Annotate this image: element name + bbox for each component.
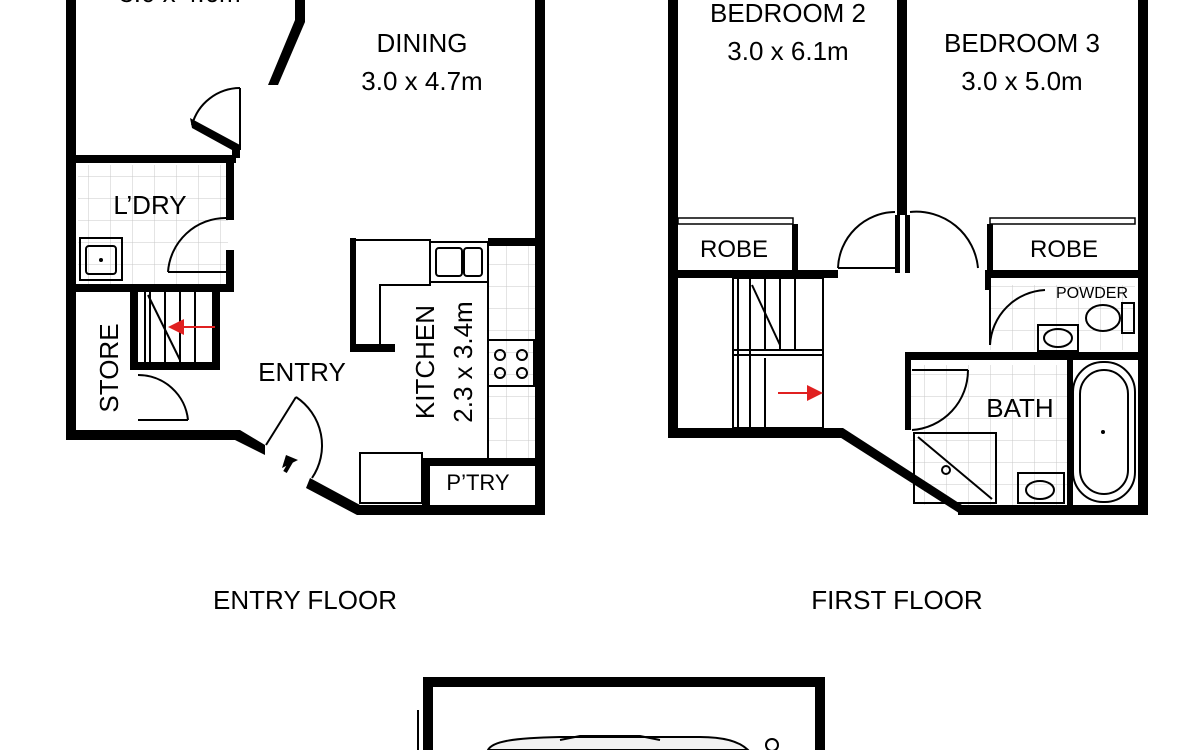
living-door-swing (191, 87, 241, 126)
divider-left-stub (895, 215, 900, 273)
laundry-tiles (78, 165, 228, 285)
store-right-wall (130, 292, 138, 370)
entry-floor-plan: 3.0 x 4.6m DINING 3.0 x 4.7m L’DRY STORE… (66, 0, 545, 615)
laundry-sink-icon (79, 237, 123, 281)
powder-bottom-wall (905, 352, 1145, 360)
living-angled-wall (268, 0, 305, 85)
living-room-dims: 3.0 x 4.6m (119, 0, 240, 8)
powder-left-stub (985, 278, 991, 290)
laundry-door-swing (167, 216, 227, 273)
laundry-bottom-wall (66, 284, 234, 292)
robe-left-side (792, 224, 798, 274)
entry-stairs (144, 292, 215, 362)
first-floor-caption: FIRST FLOOR (811, 585, 982, 615)
first-floor-stairs (732, 277, 824, 429)
bath-tiles (910, 365, 1070, 505)
first-left-wall (668, 0, 678, 438)
entry-floor-caption: ENTRY FLOOR (213, 585, 397, 615)
entry-bottom-right-wall (306, 478, 545, 515)
first-bottom-right-wall (958, 505, 1148, 515)
fridge-space (359, 452, 423, 504)
garage-fixture-icon (765, 738, 779, 750)
toilet-icon (1085, 304, 1121, 332)
laundry-right-wall-lower (226, 250, 234, 290)
bathtub-icon (1072, 361, 1136, 503)
kitchen-island-end (350, 344, 395, 352)
entry-right-wall (535, 0, 545, 515)
kitchen-top-wall (488, 238, 540, 246)
kitchen-bench-outline (352, 239, 431, 345)
living-door-wall (190, 118, 240, 158)
laundry-top-wall (66, 155, 236, 163)
garage-right-wall (815, 677, 825, 750)
divider-right-stub (905, 215, 910, 273)
dining-room-dims: 3.0 x 4.7m (361, 66, 482, 96)
first-angled-wall (838, 428, 962, 515)
powder-tiles (990, 285, 1135, 350)
kitchen-dims: 2.3 x 3.4m (448, 301, 478, 422)
bedroom-divider-wall (897, 0, 907, 215)
dining-room-name: DINING (377, 28, 468, 58)
bedroom3-bottom-wall (985, 270, 1145, 278)
bath-label: BATH (986, 393, 1053, 423)
bath-left-wall (905, 360, 911, 430)
pantry-label: P’TRY (446, 470, 509, 495)
bedroom3-name: BEDROOM 3 (944, 28, 1100, 58)
stair-bottom-wall (130, 362, 218, 370)
kitchen-name: KITCHEN (410, 305, 440, 419)
bedroom2-door-swing (837, 211, 896, 269)
kitchen-island-wall (350, 238, 356, 350)
robe-right-side (987, 224, 993, 274)
entry-door-leaf (265, 396, 297, 446)
bath-divider-wall (1067, 360, 1073, 508)
laundry-right-wall (226, 155, 234, 220)
bedroom2-name: BEDROOM 2 (710, 0, 866, 28)
store-door-swing (137, 373, 189, 421)
bedroom2-dims: 3.0 x 6.1m (727, 36, 848, 66)
entry-arrow-stem (283, 458, 294, 474)
entry-label: ENTRY (258, 357, 346, 387)
pantry-top-wall (422, 458, 542, 466)
garage-left-wall (423, 677, 433, 750)
first-bottom-left-wall (668, 428, 843, 438)
entry-left-wall (66, 0, 76, 440)
car-icon (486, 736, 750, 750)
robe-left-label: ROBE (700, 236, 768, 263)
bath-door-swing (911, 369, 970, 431)
powder-label: POWDER (1056, 285, 1128, 302)
robe-right-rail (989, 217, 1136, 225)
first-floor-plan: BEDROOM 2 3.0 x 6.1m BEDROOM 3 3.0 x 5.0… (668, 0, 1148, 615)
garage-plan (417, 677, 825, 750)
bedroom2-bottom-wall (678, 270, 838, 278)
shower-icon (913, 432, 997, 504)
laundry-label: L’DRY (113, 190, 186, 220)
bath-basin-icon (1017, 472, 1065, 504)
garage-top-wall (423, 677, 825, 687)
store-label: STORE (94, 323, 124, 412)
first-right-wall (1138, 0, 1148, 515)
stair-right-wall (212, 292, 220, 370)
bedroom3-dims: 3.0 x 5.0m (961, 66, 1082, 96)
robe-right-label: ROBE (1030, 236, 1098, 263)
entry-door-swing (295, 396, 323, 479)
pantry-left-wall (422, 458, 430, 508)
robe-left-rail (677, 217, 794, 225)
entry-bottom-left-wall (66, 430, 265, 455)
powder-basin-icon (1037, 324, 1079, 352)
powder-door-swing (989, 289, 1046, 346)
bedroom3-door-swing (909, 210, 979, 269)
